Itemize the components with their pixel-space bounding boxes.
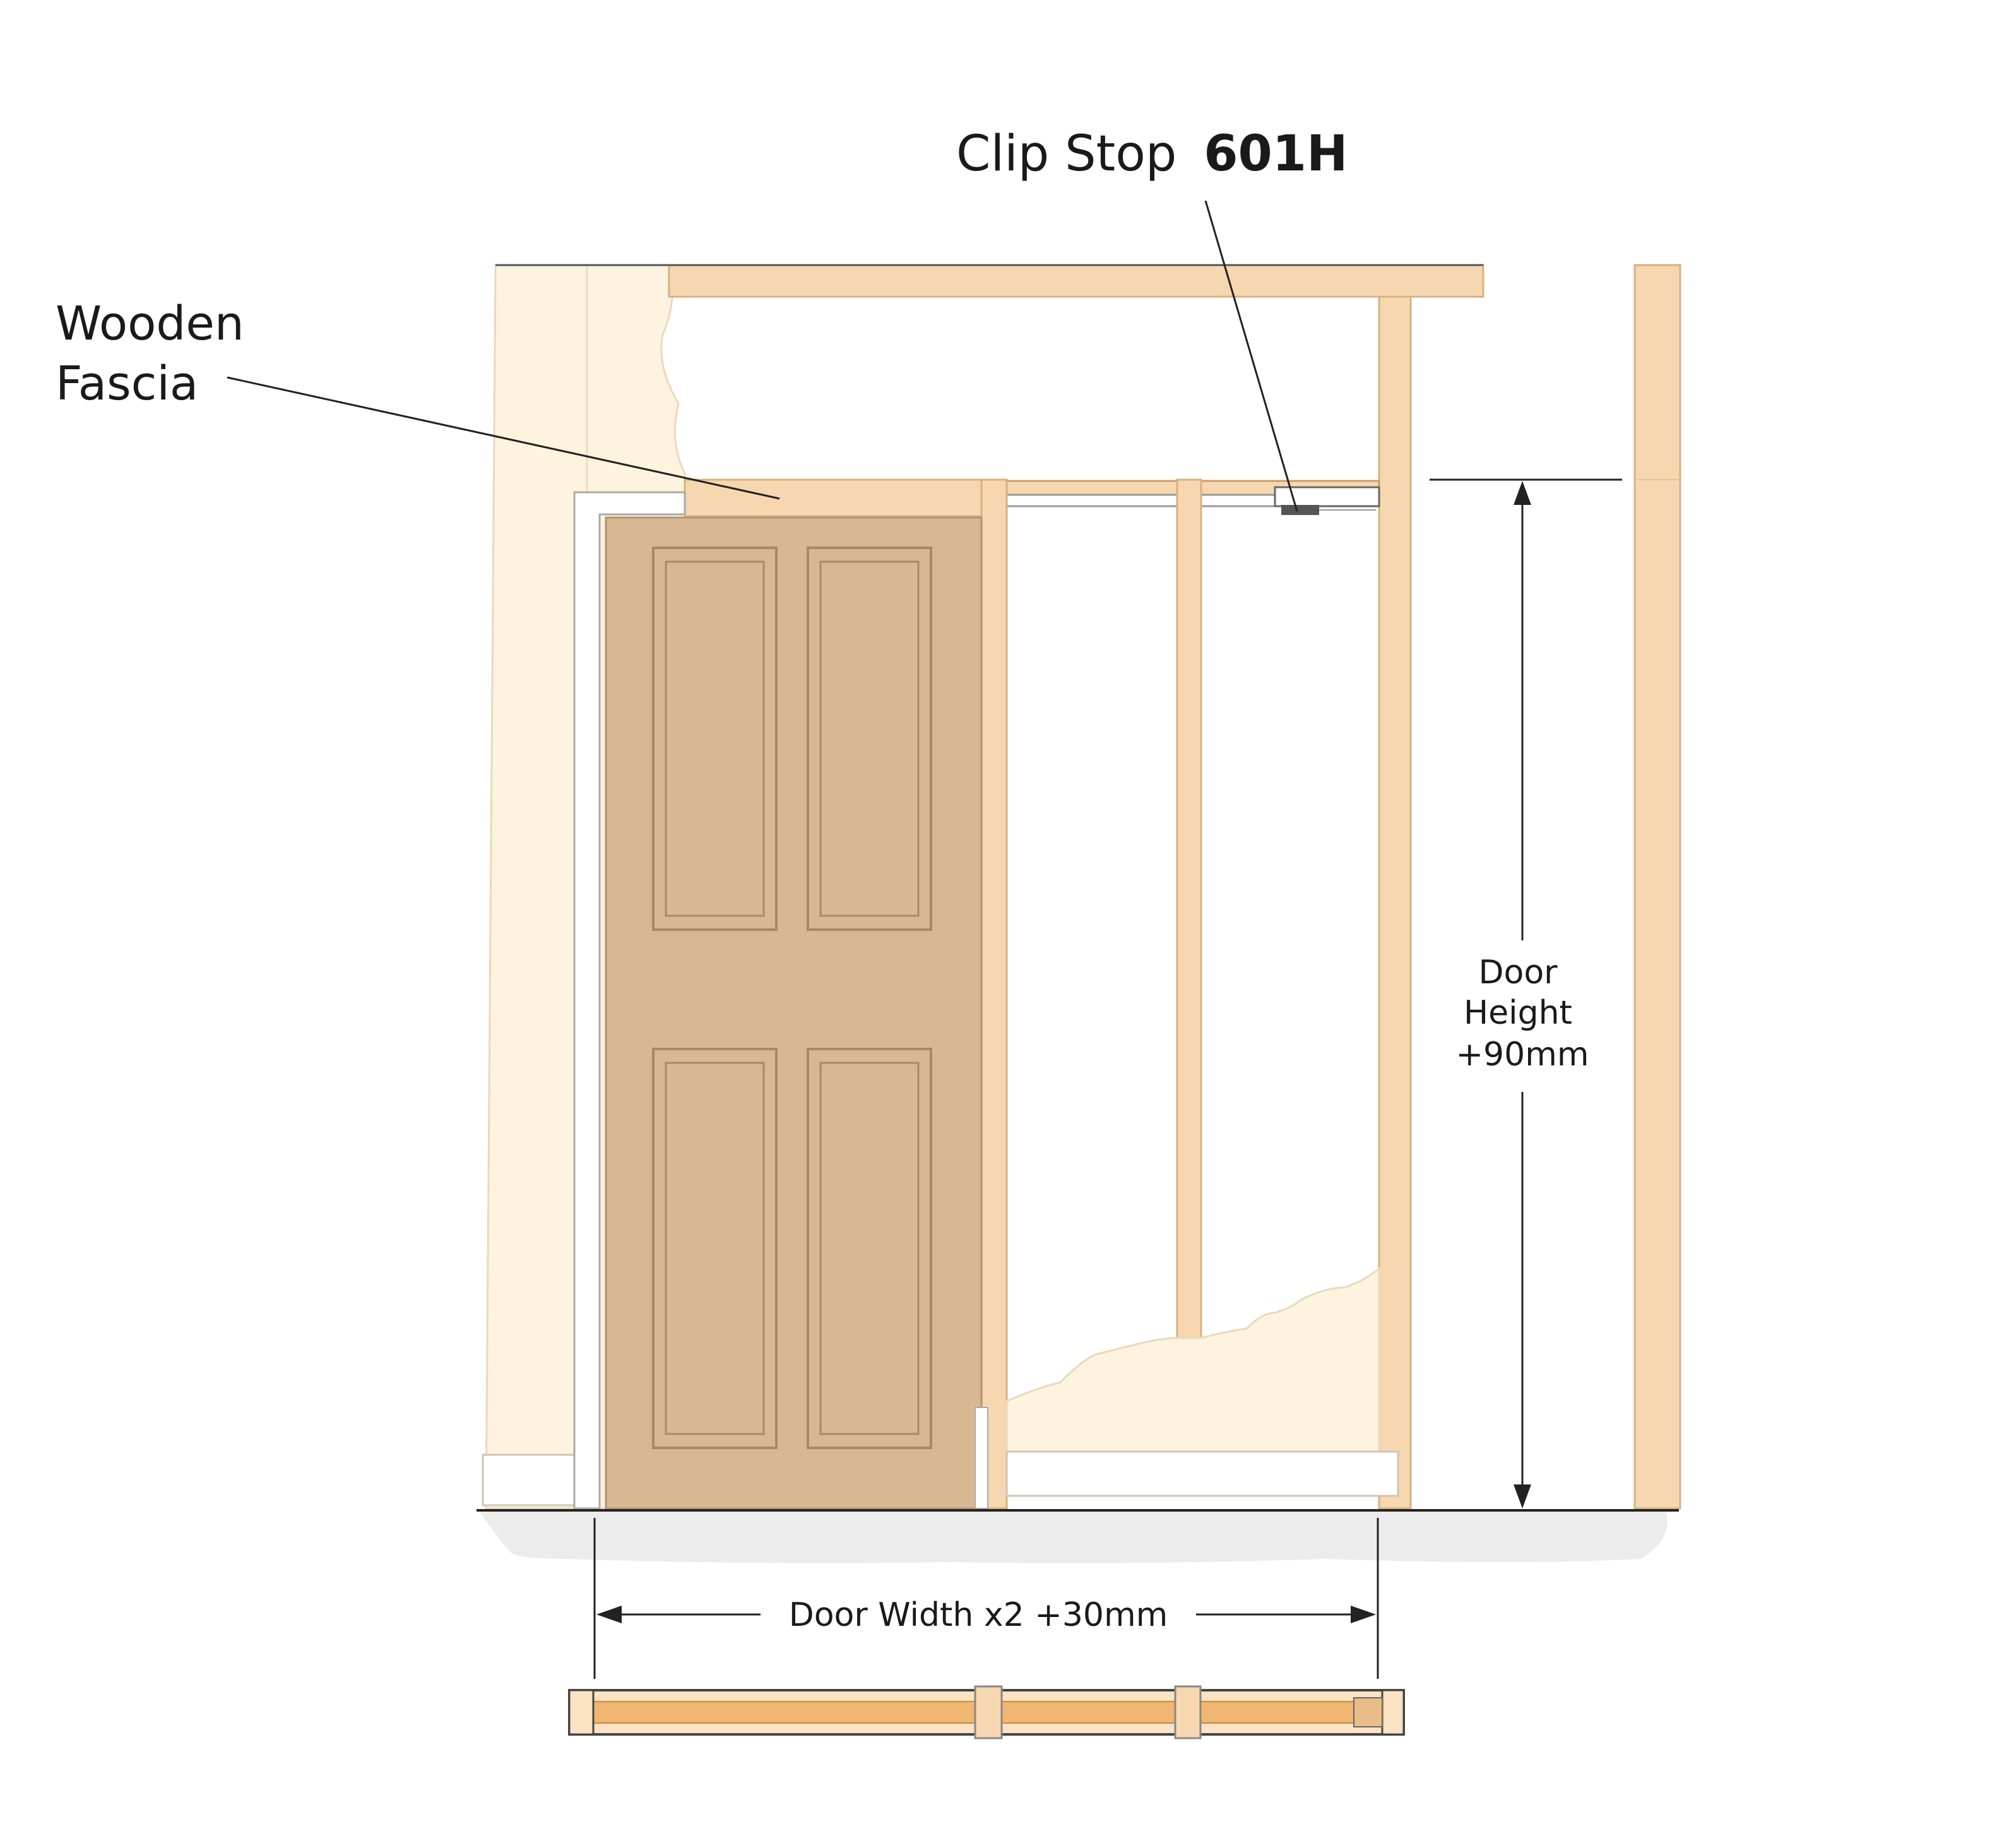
door-height-label-line3: +90mm: [1455, 1036, 1589, 1074]
wooden-fascia-label-line1: Wooden: [56, 297, 244, 351]
clip-stop-code: 601H: [1204, 126, 1348, 182]
door-panel-bottom-left: [652, 1048, 778, 1449]
door-width-label: Door Width x2 +30mm: [789, 1596, 1168, 1634]
pocket-stud-left: [980, 478, 1008, 1510]
right-frame-post: [1378, 295, 1412, 1510]
clip-stop-leader-line: [1204, 200, 1298, 512]
door-panel-top-left: [652, 547, 778, 931]
door-width-dimension: [593, 1518, 1379, 1679]
clip-stop-label: Clip Stop 601H: [956, 126, 1348, 182]
pocket-skirting: [1005, 1450, 1399, 1497]
floor: [480, 1512, 1668, 1563]
bottom-track-plan: [568, 1685, 1405, 1739]
wooden-fascia-board: [684, 478, 983, 518]
door-lining: [573, 491, 686, 1510]
wooden-fascia-label-line2: Fascia: [56, 357, 198, 411]
door-panel-top-right: [807, 547, 932, 931]
clip-stop-prefix: Clip Stop: [956, 126, 1176, 182]
door-height-label-line2: Height: [1464, 994, 1572, 1032]
pocket-entrance-lining: [975, 1407, 988, 1509]
header-beam: [668, 264, 1484, 298]
door-panel-bottom-right: [807, 1048, 932, 1449]
door-height-label-line1: Door: [1478, 954, 1558, 992]
wooden-fascia-leader-line: [227, 376, 780, 500]
door: [605, 516, 983, 1510]
far-right-stud: [1633, 264, 1681, 1510]
pocket-plaster: [1005, 1266, 1380, 1453]
door-height-dimension: [1430, 478, 1622, 1508]
pocket-stud-middle: [1176, 478, 1202, 1346]
